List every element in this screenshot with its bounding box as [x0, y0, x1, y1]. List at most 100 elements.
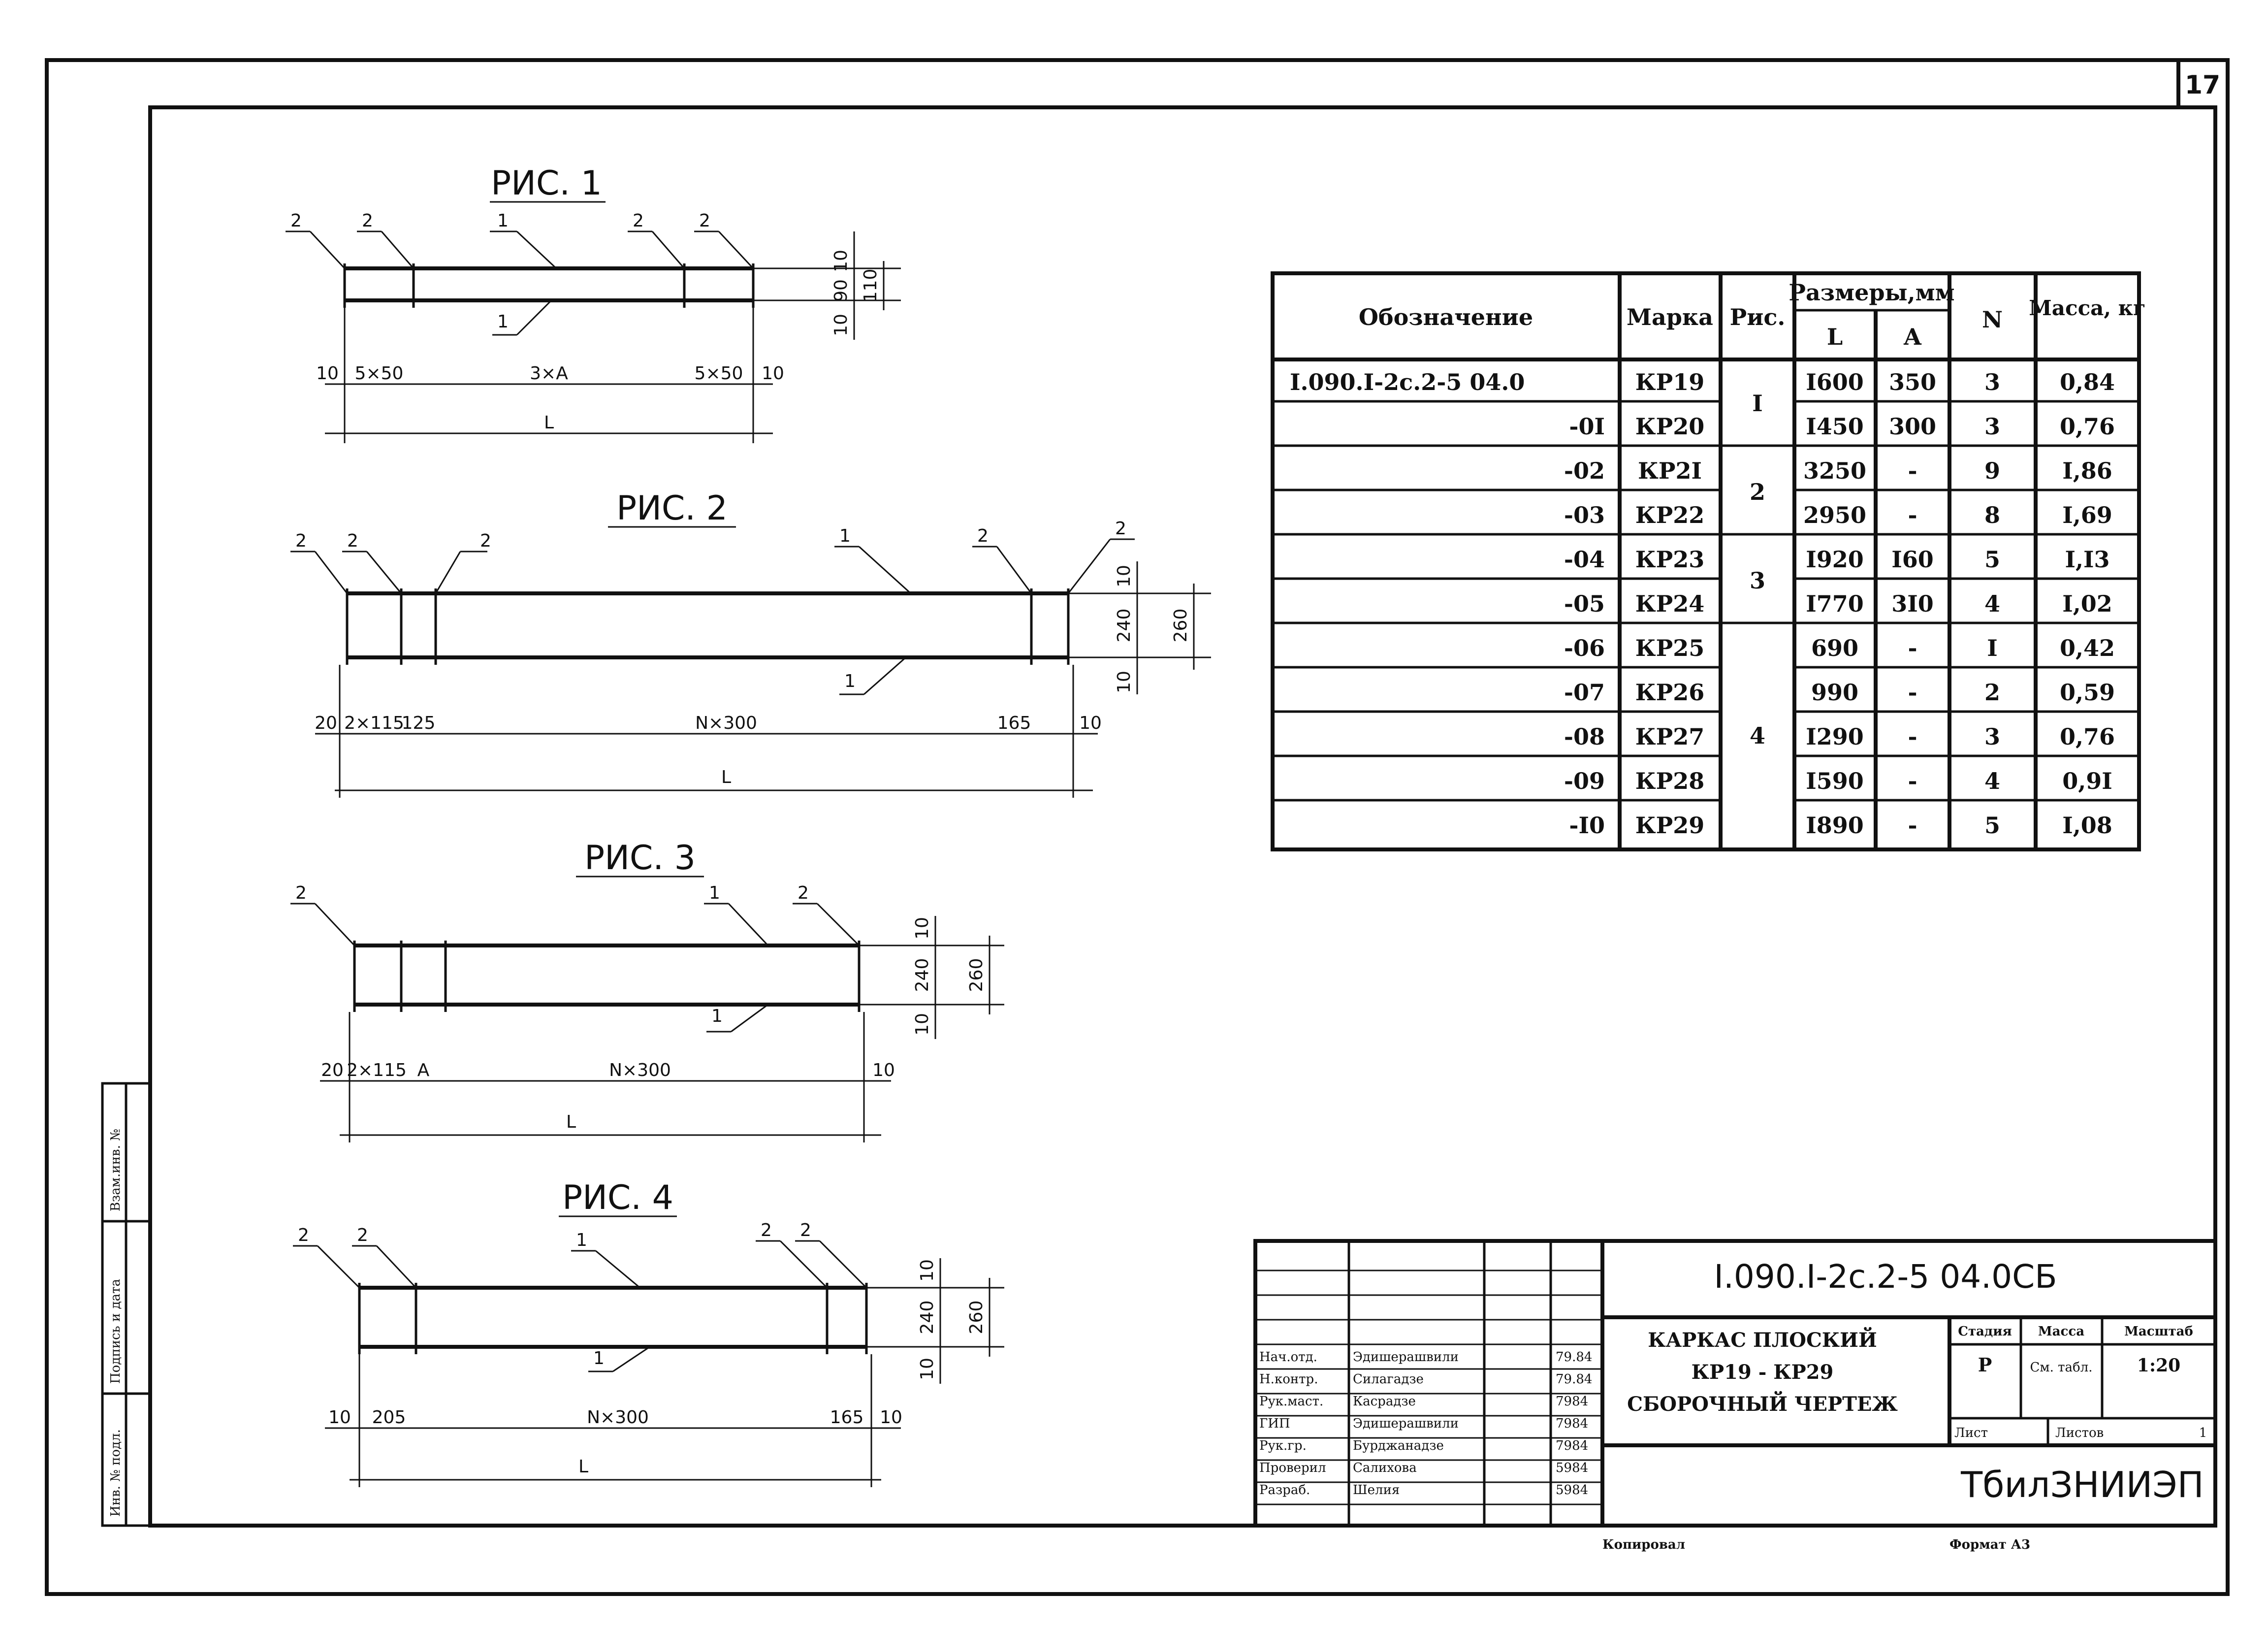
table-cell-designation: -04 — [1564, 546, 1605, 573]
table-cell-mark: КР29 — [1635, 812, 1704, 839]
table-cell-mass: I,I3 — [2065, 546, 2109, 573]
callout-label: 1 — [709, 883, 720, 903]
callout-label: 1 — [839, 526, 851, 546]
side-stamp-sign: Подпись и дата — [108, 1279, 123, 1384]
callout-label: 2 — [298, 1225, 309, 1245]
dim-label: 10 — [880, 1407, 902, 1428]
dim-label: 10 — [1079, 713, 1102, 733]
stage-value: Р — [1978, 1354, 1992, 1376]
dim-label: 5×50 — [695, 363, 743, 384]
dim-label: 10 — [917, 1358, 937, 1380]
side-stamp-replace: Взам.инв. № — [108, 1129, 123, 1211]
table-cell-L: I920 — [1806, 546, 1864, 573]
header-N: N — [1982, 306, 2003, 333]
dim-label: 10 — [872, 1060, 895, 1080]
sheet-frame — [45, 58, 2230, 1596]
dim-label: 110 — [861, 269, 881, 303]
callout-label: 2 — [295, 883, 307, 903]
callout-label: 2 — [1115, 519, 1126, 539]
role-role: Проверил — [1259, 1461, 1326, 1475]
table-cell-N: I — [1987, 635, 1998, 661]
table-cell-designation: I.090.I-2с.2-5 04.0 — [1290, 369, 1525, 395]
role-role: Рук.гр. — [1259, 1438, 1307, 1453]
table-cell-A: - — [1908, 768, 1917, 794]
callout-label: 2 — [357, 1225, 368, 1245]
callout-label: 2 — [295, 531, 307, 551]
table-cell-mass: 0,59 — [2060, 679, 2115, 706]
table-cell-mark: КР23 — [1635, 546, 1704, 573]
stage-label: Стадия — [1958, 1324, 2012, 1339]
header-mass: Масса, кг — [2029, 296, 2145, 320]
table-cell-A: 350 — [1889, 369, 1936, 395]
role-role: Нач.отд. — [1259, 1350, 1317, 1365]
figure-title: РИС. 2 — [616, 489, 728, 528]
table-cell-N: 5 — [1984, 546, 2000, 573]
dim-label: 10 — [1114, 671, 1134, 693]
dim-label: 10 — [316, 363, 339, 384]
table-cell-mass: 0,76 — [2060, 413, 2115, 440]
fig-group-cell: 4 — [1750, 722, 1765, 749]
dim-label: 2×115 — [347, 1060, 407, 1080]
dim-label: 165 — [830, 1407, 864, 1428]
table-cell-A: - — [1908, 812, 1917, 839]
header-fig: Рис. — [1730, 304, 1786, 330]
table-cell-N: 5 — [1984, 812, 2000, 839]
dim-label: 260 — [966, 1301, 987, 1335]
table-cell-mark: КР25 — [1635, 635, 1704, 661]
role-date: 5984 — [1556, 1483, 1588, 1498]
table-cell-designation: -05 — [1564, 590, 1605, 617]
table-cell-mark: КР20 — [1635, 413, 1704, 440]
dim-label: 10 — [831, 250, 851, 272]
table-row-lines — [1273, 400, 2139, 802]
dim-label: 10 — [328, 1407, 351, 1428]
table-cell-A: - — [1908, 723, 1917, 750]
organization: ТбилЗНИИЭП — [1960, 1464, 2204, 1505]
dim-total: L — [544, 413, 554, 433]
table-cell-N: 3 — [1984, 369, 2000, 395]
mass-label: Масса — [2038, 1324, 2084, 1339]
callout-label: 2 — [699, 211, 710, 231]
table-cell-mass: I,08 — [2062, 812, 2112, 839]
callout-label: 2 — [480, 531, 491, 551]
table-cell-mass: 0,84 — [2060, 369, 2115, 395]
role-role: Рук.маст. — [1259, 1394, 1323, 1409]
table-cell-mark: КР2I — [1638, 457, 1702, 484]
sheets-label: Листов — [2055, 1426, 2104, 1440]
mass-value: См. табл. — [2030, 1360, 2093, 1375]
table-cell-mass: 0,9I — [2062, 768, 2112, 794]
dim-label: 3×A — [530, 363, 568, 384]
role-name: Касрадзе — [1353, 1394, 1416, 1409]
role-role: Н.контр. — [1259, 1372, 1318, 1387]
figure-title: РИС. 1 — [491, 164, 602, 203]
table-cell-A: - — [1908, 502, 1917, 528]
role-name: Салихова — [1353, 1461, 1417, 1475]
dim-label: 10 — [831, 314, 851, 336]
table-cell-mass: 0,76 — [2060, 723, 2115, 750]
dim-label: 205 — [372, 1407, 406, 1428]
table-cell-designation: -09 — [1564, 768, 1605, 794]
dim-label: 10 — [1114, 565, 1134, 587]
role-date: 7984 — [1556, 1438, 1588, 1453]
fig-group-cell: 3 — [1750, 567, 1765, 594]
header-mark: Марка — [1627, 304, 1713, 330]
table-cell-designation: -03 — [1564, 502, 1605, 528]
table-cell-designation: -08 — [1564, 723, 1605, 750]
fig-group-cell: 2 — [1750, 479, 1765, 505]
scale-value: 1:20 — [2137, 1355, 2180, 1376]
role-name: Эдишерашвили — [1353, 1416, 1459, 1431]
role-date: 7984 — [1556, 1394, 1588, 1409]
callout-label: 2 — [800, 1220, 811, 1240]
role-role: ГИП — [1259, 1416, 1290, 1431]
dim-label: N×300 — [609, 1060, 671, 1080]
spec-table: Обозначение Марка Рис. Размеры,мм L A N … — [1271, 271, 2146, 851]
table-cell-L: 3250 — [1803, 457, 1866, 484]
callout-label: 2 — [290, 211, 302, 231]
dim-label: 20 — [321, 1060, 344, 1080]
callout-label: 1 — [593, 1348, 605, 1368]
dim-label: N×300 — [695, 713, 757, 733]
dim-label: N×300 — [587, 1407, 649, 1428]
table-cell-A: - — [1908, 635, 1917, 661]
role-role: Разраб. — [1259, 1483, 1310, 1498]
table-cell-mark: КР28 — [1635, 768, 1704, 794]
